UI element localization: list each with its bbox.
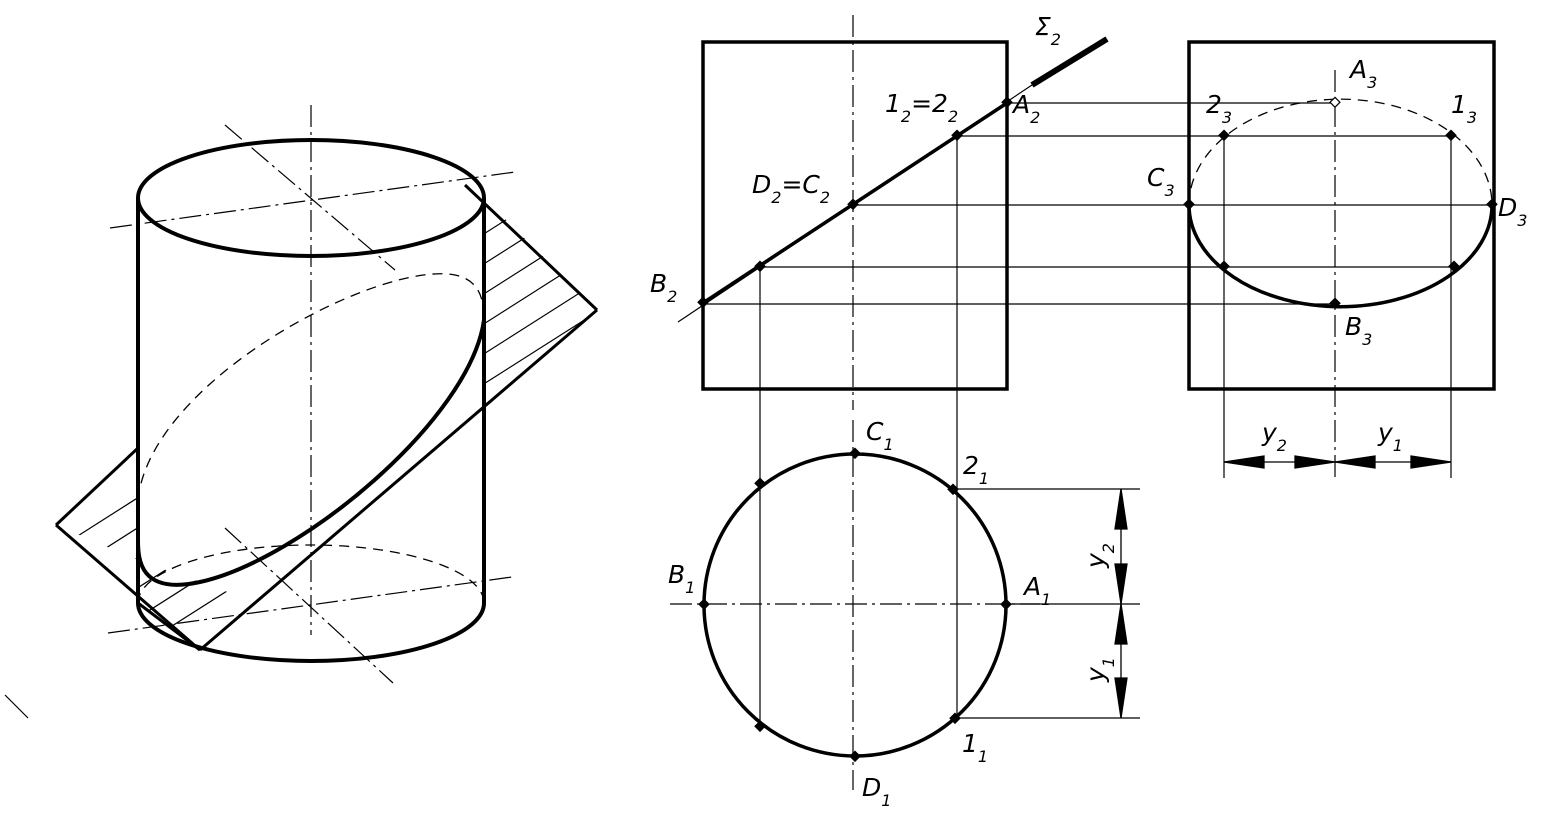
point-12-22 bbox=[951, 129, 963, 142]
point-23 bbox=[1218, 129, 1230, 142]
point-B2 bbox=[697, 296, 709, 309]
label-A2: A2 bbox=[1011, 90, 1040, 127]
label-A3: A3 bbox=[1348, 55, 1377, 92]
label-D2-eq-C2: D2=C2 bbox=[752, 170, 830, 207]
projection-lines bbox=[703, 102, 1492, 727]
top-dimension-y bbox=[1114, 488, 1128, 719]
point-B3 bbox=[1329, 297, 1341, 310]
label-A1: A1 bbox=[1022, 572, 1051, 609]
label-side-y2: y2 bbox=[1261, 418, 1287, 455]
point-21 bbox=[947, 483, 959, 496]
side-ellipse-hidden bbox=[1188, 98, 1493, 206]
top-center-lines bbox=[670, 420, 1040, 790]
label-12-eq-22: 12=22 bbox=[885, 89, 958, 126]
point-A3 bbox=[1329, 96, 1341, 109]
label-C3: C3 bbox=[1147, 163, 1175, 200]
label-21: 21 bbox=[963, 451, 989, 488]
label-11: 11 bbox=[962, 729, 988, 766]
front-rectangle bbox=[701, 40, 1009, 391]
isometric-view bbox=[54, 105, 599, 684]
plane-trace-thick bbox=[1030, 36, 1109, 88]
label-C1: C1 bbox=[866, 417, 894, 454]
point-B1 bbox=[698, 598, 710, 611]
iso-center-lines bbox=[107, 105, 516, 684]
label-D3: D3 bbox=[1498, 193, 1527, 230]
side-ellipse-visible bbox=[1187, 204, 1494, 309]
label-23: 23 bbox=[1206, 90, 1232, 127]
labels: Σ2 A2 B2 12=22 D2=C2 A3 23 13 C3 D3 bbox=[650, 12, 1527, 810]
construction-points bbox=[697, 96, 1498, 763]
stray-mark bbox=[4, 694, 29, 719]
label-13: 13 bbox=[1451, 90, 1477, 127]
side-rectangle bbox=[1187, 40, 1496, 391]
point-13 bbox=[1445, 129, 1457, 142]
label-side-y1: y1 bbox=[1377, 418, 1403, 455]
point-side-right bbox=[1448, 260, 1460, 273]
top-circle bbox=[702, 452, 1008, 758]
label-sigma2: Σ2 bbox=[1035, 12, 1061, 49]
label-D1: D1 bbox=[862, 773, 891, 810]
side-dimension-y bbox=[1223, 455, 1452, 469]
point-top-lower-left bbox=[754, 720, 766, 733]
side-view bbox=[1187, 40, 1496, 480]
top-ext-lines bbox=[954, 488, 1140, 719]
label-top-y1: y1 bbox=[1081, 657, 1118, 683]
plane-hatch bbox=[56, 198, 597, 650]
point-11 bbox=[949, 712, 961, 725]
front-view bbox=[677, 15, 1109, 410]
cutting-plane-outline bbox=[54, 183, 599, 652]
point-A2 bbox=[1001, 96, 1013, 109]
label-B3: B3 bbox=[1345, 312, 1372, 349]
top-view bbox=[670, 420, 1140, 790]
section-ellipse bbox=[136, 319, 486, 587]
point-D3 bbox=[1486, 198, 1498, 211]
point-top-upper-left bbox=[754, 477, 766, 490]
iso-hidden-lines bbox=[137, 273, 485, 604]
label-B1: B1 bbox=[668, 560, 695, 597]
point-D1 bbox=[849, 750, 861, 763]
point-side-left bbox=[1218, 260, 1230, 273]
point-front-mid bbox=[754, 260, 766, 273]
label-B2: B2 bbox=[650, 269, 677, 306]
point-D2-C2 bbox=[847, 198, 859, 211]
point-C1 bbox=[849, 447, 861, 460]
side-ext-lines bbox=[1223, 135, 1452, 478]
cylinder bbox=[136, 138, 486, 663]
point-A1 bbox=[1000, 598, 1012, 611]
label-top-y2: y2 bbox=[1081, 543, 1118, 569]
point-C3 bbox=[1183, 198, 1195, 211]
